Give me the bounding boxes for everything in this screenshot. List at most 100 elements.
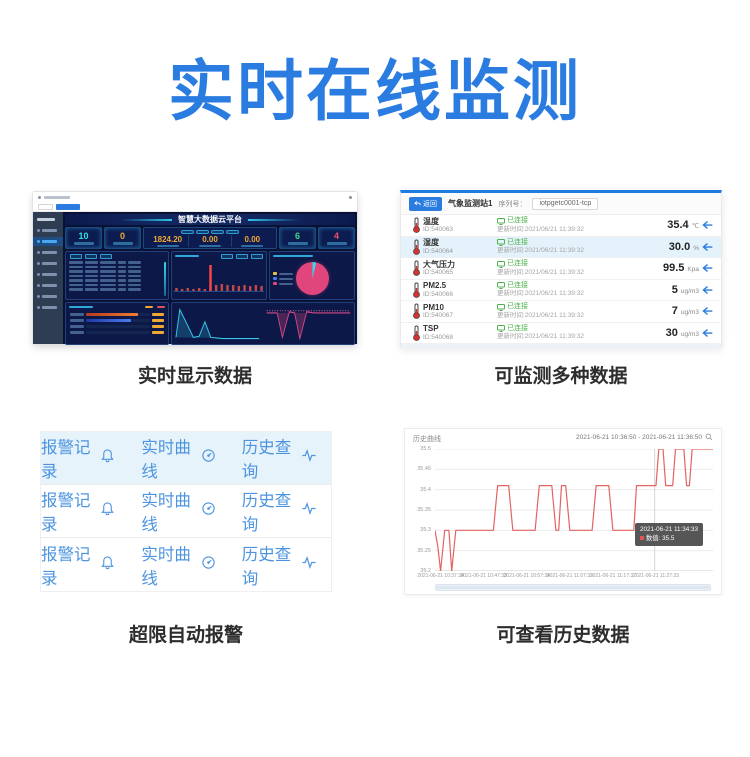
scrollbar: [164, 262, 166, 296]
y-tick-label: 35.35: [417, 507, 431, 513]
history-chart-panel: 历史曲线 2021-06-21 10:36:50 - 2021-06-21 11…: [404, 428, 722, 595]
realtime-curve-link[interactable]: 实时曲线: [141, 487, 215, 535]
trend-arrow-icon: [702, 221, 713, 230]
view-trend-button[interactable]: [702, 306, 713, 316]
table-row: [66, 283, 168, 288]
sensor-id: ID:540068: [423, 333, 453, 341]
date-range-picker[interactable]: 2021-06-21 10:36:50 - 2021-06-21 11:36:5…: [576, 433, 713, 441]
stat-card-alarm: 4: [318, 227, 355, 249]
y-tick-label: 35.4: [420, 486, 431, 493]
view-trend-button[interactable]: [702, 285, 713, 295]
back-button[interactable]: 返回: [409, 196, 442, 211]
update-time: 更新时间:2021/06/21 11:39:32: [497, 333, 584, 341]
alarm-list: 报警记录实时曲线历史查询报警记录实时曲线历史查询报警记录实时曲线历史查询: [41, 432, 331, 591]
y-tick-label: 35.2: [420, 568, 431, 574]
sidebar-item: [33, 259, 63, 268]
curve-icon: [201, 501, 216, 521]
view-trend-button[interactable]: [702, 242, 713, 252]
connected-icon: [497, 239, 505, 247]
datazoom-slider[interactable]: [435, 584, 711, 591]
stat-card-offline: 0: [104, 227, 141, 249]
sensor-name: TSP: [423, 324, 439, 334]
sensor-value: 35.4: [667, 219, 689, 232]
thermometer-icon: [412, 260, 420, 277]
chart-tooltip: 2021-06-21 11:34:33 数值: 35.5: [634, 523, 703, 546]
thermometer-icon: [412, 325, 420, 341]
table-row: [66, 265, 168, 270]
bell-icon: [100, 448, 115, 468]
update-time: 更新时间:2021/06/21 11:39:32: [497, 290, 584, 298]
sensor-value: 5: [671, 283, 678, 296]
dashboard-barchart-panel: [171, 251, 267, 300]
magenta-line-chart: [263, 303, 354, 344]
thermometer-icon: [412, 303, 420, 320]
x-tick-label: 2021-06-21 11:07:33: [546, 573, 593, 579]
view-trend-button[interactable]: [702, 328, 713, 338]
trend-arrow-icon: [702, 264, 713, 273]
trend-arrow-icon: [702, 285, 713, 294]
sensor-id: ID:540067: [423, 312, 453, 320]
tab-placeholder: [38, 203, 53, 210]
table-row: [66, 287, 168, 292]
dashboard-pie-panel: [269, 251, 355, 300]
dashboard-banner: 智慧大数据云平台: [65, 214, 355, 225]
db-table-rows: [66, 260, 168, 292]
connection-status: 已连接: [497, 239, 669, 247]
connected-icon: [497, 260, 505, 268]
window-title-placeholder: [44, 195, 70, 199]
curve-icon: [201, 555, 216, 575]
sensor-value: 30: [665, 326, 678, 339]
sensor-id: ID:540066: [423, 290, 453, 298]
sensor-value: 30.0: [668, 240, 691, 253]
update-time: 更新时间:2021/06/21 11:39:32: [497, 311, 584, 319]
pie-chart: [296, 262, 329, 295]
history-query-link[interactable]: 历史查询: [242, 434, 317, 482]
sidebar-item: [33, 292, 63, 301]
sensor-value: 99.5: [663, 262, 685, 275]
x-tick-label: 2021-06-21 10:37:34: [417, 573, 464, 579]
sensor-unit: ug/m3: [680, 330, 699, 338]
dashboard-content: 智慧大数据云平台 10 0 1824.20 0.00 0.00: [63, 212, 357, 345]
sensor-panel-header: 返回 气象监测站1 序列号： iotpgetc0001-tcp: [401, 193, 721, 215]
connection-status: 已连接: [497, 303, 672, 311]
sensor-value: 7: [671, 305, 678, 318]
sidebar-item: [33, 248, 63, 257]
alarm-records-link[interactable]: 报警记录: [41, 487, 115, 535]
thermometer-icon: [412, 282, 420, 298]
kpi-panel: 1824.20 0.00 0.00: [143, 227, 277, 249]
realtime-curve-link[interactable]: 实时曲线: [141, 434, 215, 482]
view-trend-button[interactable]: [702, 220, 713, 230]
sidebar-item: [33, 237, 63, 246]
sensor-name: 温度: [423, 216, 439, 226]
search-icon: [705, 433, 713, 441]
alarm-records-link[interactable]: 报警记录: [41, 541, 115, 589]
primary-button-placeholder: [56, 203, 80, 210]
caption-alarms: 超限自动报警: [128, 625, 243, 646]
update-time: 更新时间:2021/06/21 11:39:32: [497, 247, 584, 255]
history-query-link[interactable]: 历史查询: [242, 541, 317, 589]
realtime-curve-link[interactable]: 实时曲线: [141, 541, 215, 589]
alarm-records-link[interactable]: 报警记录: [41, 434, 115, 482]
table-row: [66, 274, 168, 279]
hbar-chart: [66, 311, 168, 336]
connection-status: 已连接: [497, 217, 667, 225]
chart-title: 历史曲线: [413, 436, 441, 443]
stat-card-devices: 10: [65, 227, 102, 249]
dashboard-sidebar: [33, 212, 63, 344]
view-trend-button[interactable]: [702, 263, 713, 273]
bell-icon: [100, 501, 115, 521]
station-name: 气象监测站1: [448, 199, 493, 208]
pie-legend: [273, 272, 293, 285]
curve-icon: [201, 448, 216, 468]
sidebar-logo: [33, 215, 63, 224]
connection-status: 已连接: [497, 260, 663, 268]
thermometer-icon: [412, 217, 420, 234]
update-time: 更新时间:2021/06/21 11:39:32: [497, 268, 584, 276]
history-query-link[interactable]: 历史查询: [242, 487, 317, 535]
sensor-unit: %: [693, 244, 699, 252]
